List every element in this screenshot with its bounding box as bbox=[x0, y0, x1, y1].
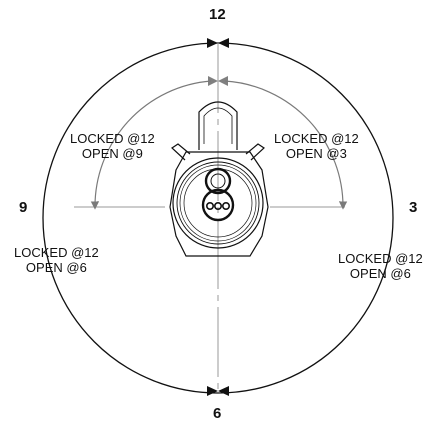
lock-hex-nut bbox=[169, 151, 269, 257]
annotation-lower-right: LOCKED @12 OPEN @6 bbox=[338, 251, 423, 281]
top-position-marker bbox=[207, 38, 229, 48]
annotation-lower-left: LOCKED @12 OPEN @6 bbox=[14, 245, 99, 275]
annotation-upper-right-line2: OPEN @3 bbox=[285, 146, 347, 161]
annotation-lower-left-line1: LOCKED @12 bbox=[14, 245, 99, 260]
right-rotation-arc bbox=[224, 80, 348, 210]
clock-label-6: 6 bbox=[213, 405, 222, 422]
annotation-upper-left: LOCKED @12 OPEN @9 bbox=[70, 131, 155, 161]
lock-key-cylinder bbox=[201, 167, 235, 222]
clock-label-3: 3 bbox=[409, 199, 418, 216]
left-rotation-arc bbox=[90, 80, 212, 210]
annotation-upper-left-line2: OPEN @9 bbox=[81, 146, 143, 161]
annotation-lower-right-line2: OPEN @6 bbox=[349, 266, 411, 281]
annotation-upper-right-line1: LOCKED @12 bbox=[274, 131, 359, 146]
annotation-upper-left-line1: LOCKED @12 bbox=[70, 131, 155, 146]
lock-right-ear bbox=[245, 143, 265, 161]
clock-label-12: 12 bbox=[209, 6, 226, 23]
lock-cam-tab bbox=[198, 101, 238, 150]
annotation-lower-left-line2: OPEN @6 bbox=[25, 260, 87, 275]
lock-outer-ring bbox=[172, 157, 264, 249]
lock-keyway-holes bbox=[206, 202, 231, 211]
clock-label-9: 9 bbox=[19, 199, 28, 216]
annotation-upper-right: LOCKED @12 OPEN @3 bbox=[274, 131, 359, 161]
bottom-position-marker bbox=[207, 386, 229, 396]
annotation-lower-right-line1: LOCKED @12 bbox=[338, 251, 423, 266]
lock-body bbox=[169, 101, 269, 257]
inner-top-marker bbox=[208, 76, 228, 86]
lock-left-ear bbox=[171, 143, 191, 161]
